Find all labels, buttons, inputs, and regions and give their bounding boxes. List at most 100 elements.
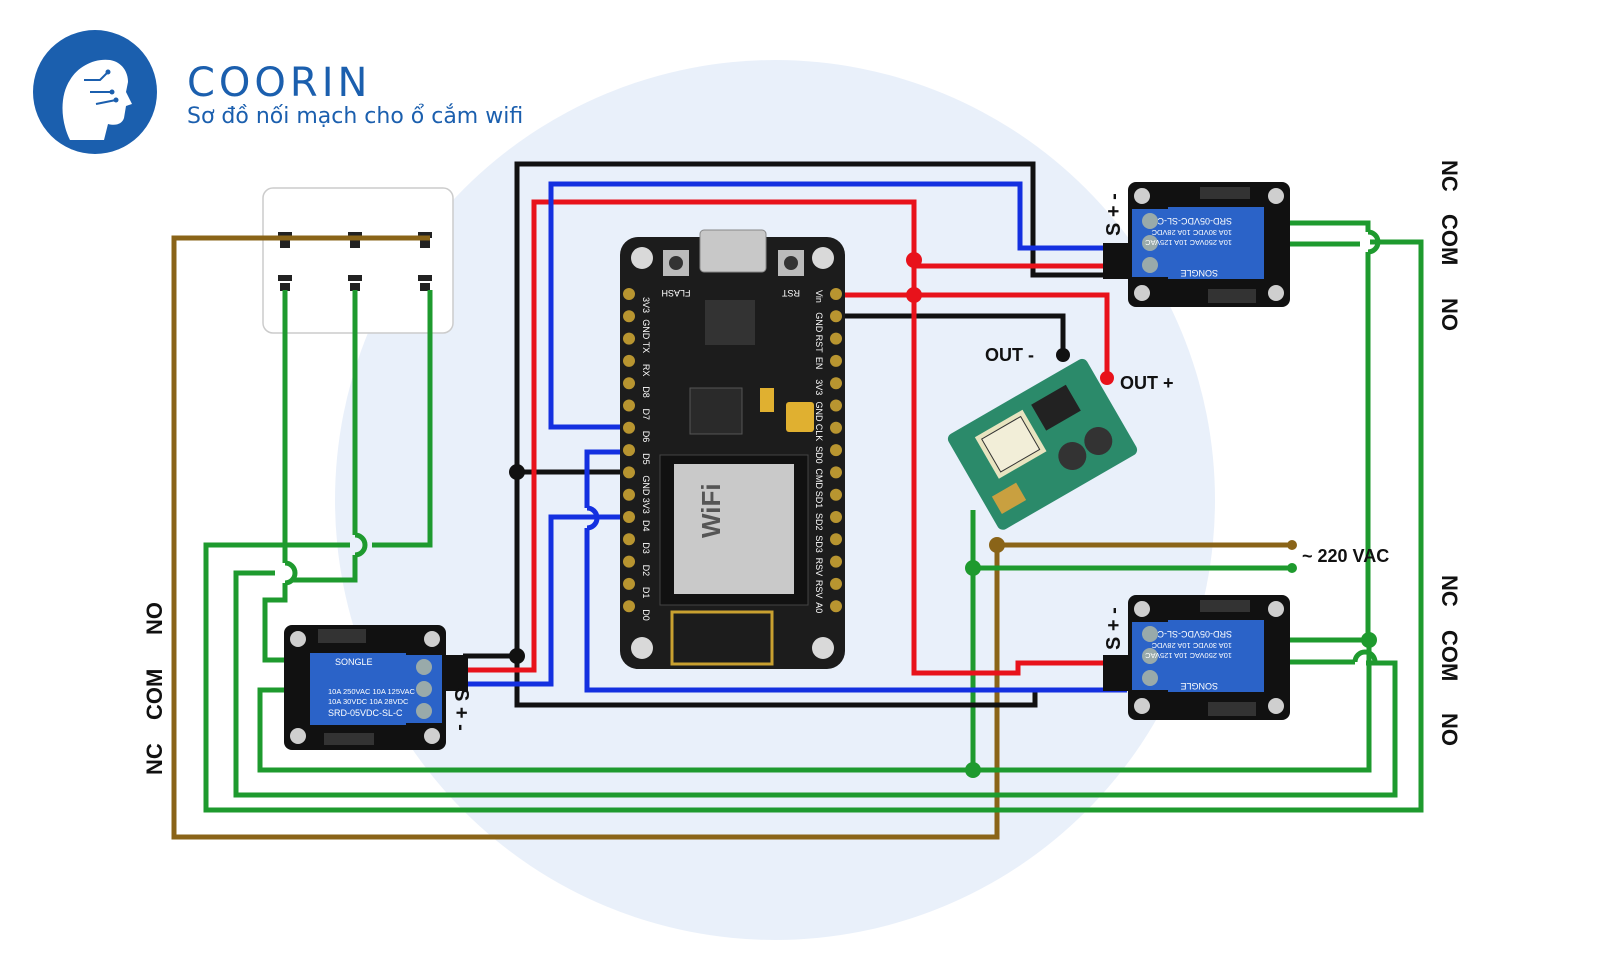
pin-label: 3V3 <box>641 297 651 313</box>
pin-label: GND <box>814 402 824 423</box>
pin-vin-right <box>830 288 842 300</box>
relay-left-com-label: COM <box>142 668 167 720</box>
relay-top-right-text: SONGLE 10A 250VAC 10A 125VAC 10A 30VDC 1… <box>1145 216 1232 278</box>
pin-label: 3V3 <box>814 379 824 395</box>
relay-text-line-3: SRD-05VDC-SL-C <box>1157 629 1232 639</box>
pin-d5-left <box>623 444 635 457</box>
pin-sd2-right <box>830 511 842 523</box>
relay-bottom-right-text: SONGLE 10A 250VAC 10A 125VAC 10A 30VDC 1… <box>1145 629 1232 691</box>
pin-label: CLK <box>814 424 824 442</box>
pin-d6-left <box>623 421 635 434</box>
pin-sd3-right <box>830 533 842 546</box>
relay-text-line-1: 10A 250VAC 10A 125VAC <box>1145 651 1232 660</box>
pin-3v3-right <box>830 377 842 390</box>
pin-gnd-right <box>830 399 842 412</box>
pin-label: GND <box>641 475 651 496</box>
out-minus-label: OUT - <box>985 345 1034 365</box>
relay-bottom-right <box>1103 595 1290 720</box>
pin-label: D5 <box>641 453 651 465</box>
pin-label: RST <box>814 335 824 354</box>
wall-switch-plate <box>262 187 454 334</box>
brand-name: COORIN <box>187 60 372 106</box>
relay-brand: SONGLE <box>335 657 373 667</box>
pin-label: GND <box>641 319 651 340</box>
relay-bottom-right-pin-label: S + - <box>1103 607 1125 650</box>
pin-rsv-right <box>830 577 842 590</box>
pin-label: RSV <box>814 558 824 577</box>
pin-rst-right <box>830 332 842 345</box>
nodemcu-board: WiFi 3V3GNDTXRXD8D7D6D5GND3V3D4D3D2D1D0 … <box>620 229 845 669</box>
relay-left-text: SONGLE 10A 250VAC 10A 125VAC 10A 30VDC 1… <box>328 657 415 718</box>
relay-top-right-no-label: NO <box>1437 298 1462 331</box>
right-pin-header: VinGNDRSTEN3V3GNDCLKSD0CMDSD1SD2SD3RSVRS… <box>814 288 842 613</box>
relay-bottom-right-no-label: NO <box>1437 713 1462 746</box>
pin-cmd-right <box>830 466 842 479</box>
pin-d0-left <box>623 600 635 613</box>
pin-a0-right <box>830 600 842 613</box>
pin-sd0-right <box>830 444 842 457</box>
brand-logo-icon <box>33 30 157 154</box>
relay-left-pin-label: S + - <box>450 688 472 731</box>
out-plus-label: OUT + <box>1120 373 1174 393</box>
relay-left-no-label: NO <box>142 602 167 635</box>
pin-label: RSV <box>814 580 824 599</box>
pin-label: TX <box>641 342 651 354</box>
pin-d1-left <box>623 577 635 590</box>
pin-label: CMD <box>814 468 824 489</box>
pin-label: SD1 <box>814 491 824 509</box>
relay-left <box>284 625 468 750</box>
pin-tx-left <box>623 332 635 345</box>
pin-d4-left <box>623 511 635 523</box>
relay-text-line-3: SRD-05VDC-SL-C <box>1157 216 1232 226</box>
relay-text-line-2: 10A 30VDC 10A 28VDC <box>1151 641 1232 650</box>
pin-d2-left <box>623 555 635 568</box>
pin-gnd-left <box>623 310 635 323</box>
pin-en-right <box>830 354 842 367</box>
pin-label: D0 <box>641 609 651 621</box>
pin-rx-left <box>623 354 635 367</box>
relay-bottom-right-nc-label: NC <box>1437 575 1462 607</box>
pin-label: D2 <box>641 565 651 577</box>
wires <box>171 161 1424 840</box>
relay-brand: SONGLE <box>1180 681 1218 691</box>
pin-3v3-left <box>623 488 635 501</box>
pin-label: 3V3 <box>641 498 651 514</box>
pin-d7-left <box>623 399 635 412</box>
relay-text-line-2: 10A 30VDC 10A 28VDC <box>328 697 409 706</box>
relay-text-line-1: 10A 250VAC 10A 125VAC <box>328 687 415 696</box>
relay-top-right-com-label: COM <box>1437 214 1462 266</box>
relay-brand: SONGLE <box>1180 268 1218 278</box>
rst-button-label: RST <box>781 288 800 298</box>
relay-text-line-2: 10A 30VDC 10A 28VDC <box>1151 228 1232 237</box>
pin-label: D8 <box>641 386 651 398</box>
pin-gnd-left <box>623 466 635 479</box>
pin-label: D3 <box>641 542 651 554</box>
pin-sd1-right <box>830 488 842 501</box>
pin-d3-left <box>623 533 635 546</box>
pin-rsv-right <box>830 555 842 568</box>
relay-text-line-3: SRD-05VDC-SL-C <box>328 708 403 718</box>
pin-label: A0 <box>814 602 824 613</box>
relay-top-right-pin-label: S + - <box>1103 193 1125 236</box>
pin-gnd-right <box>830 310 842 323</box>
pin-label: SD0 <box>814 446 824 464</box>
pin-3v3-left <box>623 288 635 300</box>
pin-label: RX <box>641 364 651 377</box>
ac-dc-power-module <box>947 358 1138 530</box>
pin-label: Vin <box>814 290 824 303</box>
pin-label: GND <box>814 312 824 333</box>
relay-top-right <box>1103 182 1290 307</box>
pin-label: EN <box>814 357 824 370</box>
pin-label: D7 <box>641 409 651 421</box>
relay-top-right-nc-label: NC <box>1437 160 1462 192</box>
ac-input-label: ~ 220 VAC <box>1302 546 1390 566</box>
relay-bottom-right-com-label: COM <box>1437 630 1462 682</box>
relay-left-nc-label: NC <box>142 743 167 775</box>
flash-button-label: FLASH <box>661 288 690 298</box>
brand-subtitle: Sơ đồ nối mạch cho ổ cắm wifi <box>187 104 524 129</box>
pin-label: D6 <box>641 431 651 443</box>
wifi-module-label: WiFi <box>696 483 726 538</box>
pin-label: SD3 <box>814 535 824 553</box>
